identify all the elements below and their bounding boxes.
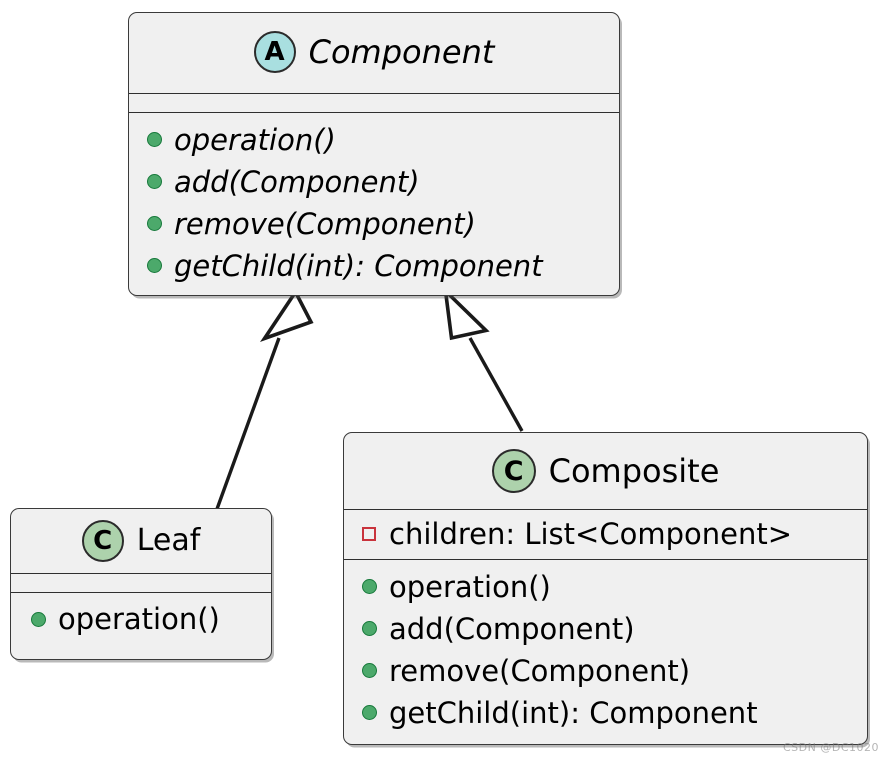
public-method-marker-icon [362,705,377,720]
compartment-separator [344,559,867,560]
class-header-leaf: C Leaf [11,509,271,573]
public-method-marker-icon [147,258,162,273]
compartment-separator [129,112,619,113]
attribute-label: children: List<Component> [389,517,792,551]
abstract-class-badge-icon: A [253,31,296,73]
operations-compartment-composite: operation() add(Component) remove(Compon… [344,560,867,741]
class-name-component: Component [308,33,495,71]
member-row[interactable]: children: List<Component> [362,513,867,555]
public-method-marker-icon [362,663,377,678]
operation-label: operation() [389,569,551,604]
attributes-compartment-leaf [11,574,271,592]
public-method-marker-icon [147,216,162,231]
member-row[interactable]: remove(Component) [147,203,619,244]
compartment-separator [11,573,271,574]
operation-label: getChild(int): Component [174,248,543,283]
class-badge-icon: C [491,449,536,493]
uml-class-component[interactable]: A Component operation() add(Component) r… [128,12,620,296]
public-method-marker-icon [147,174,162,189]
attributes-compartment-composite: children: List<Component> [344,510,867,559]
member-row[interactable]: remove(Component) [362,650,867,691]
operation-label: operation() [58,602,220,636]
class-header-composite: C Composite [344,433,867,509]
compartment-separator [11,592,271,593]
member-row[interactable]: operation() [362,566,867,607]
public-method-marker-icon [147,132,162,147]
watermark-text: CSDN @DC1020 [782,741,879,754]
private-field-marker-icon [362,527,376,541]
operations-compartment-component: operation() add(Component) remove(Compon… [129,113,619,294]
member-row[interactable]: getChild(int): Component [362,692,867,733]
class-header-component: A Component [129,13,619,93]
operation-label: remove(Component) [174,206,476,241]
operations-compartment-leaf: operation() [11,593,271,645]
uml-class-leaf[interactable]: C Leaf operation() [10,508,272,660]
operation-label: add(Component) [174,164,420,199]
operation-label: operation() [174,122,336,157]
generalization-leaf-to-component [215,288,314,510]
public-method-marker-icon [362,579,377,594]
public-method-marker-icon [31,611,46,627]
compartment-separator [129,93,619,94]
public-method-marker-icon [362,621,377,636]
member-row[interactable]: operation() [147,119,619,160]
operation-label: add(Component) [389,611,635,646]
class-name-composite: Composite [548,452,720,490]
attributes-compartment-component [129,94,619,112]
hollow-triangle-arrowhead-leaf [259,288,314,343]
generalization-line-leaf [215,337,281,510]
operation-label: remove(Component) [389,653,691,688]
class-badge-icon: C [81,520,124,562]
generalization-line-composite [468,337,524,432]
generalization-composite-to-component [443,286,524,432]
member-row[interactable]: add(Component) [147,161,619,202]
compartment-separator [344,509,867,510]
operation-label: getChild(int): Component [389,695,758,730]
member-row[interactable]: getChild(int): Component [147,245,619,286]
hollow-triangle-arrowhead-composite [443,286,490,341]
member-row[interactable]: operation() [31,599,271,639]
uml-class-composite[interactable]: C Composite children: List<Component> op… [343,432,868,745]
class-name-leaf: Leaf [136,523,201,558]
member-row[interactable]: add(Component) [362,608,867,649]
